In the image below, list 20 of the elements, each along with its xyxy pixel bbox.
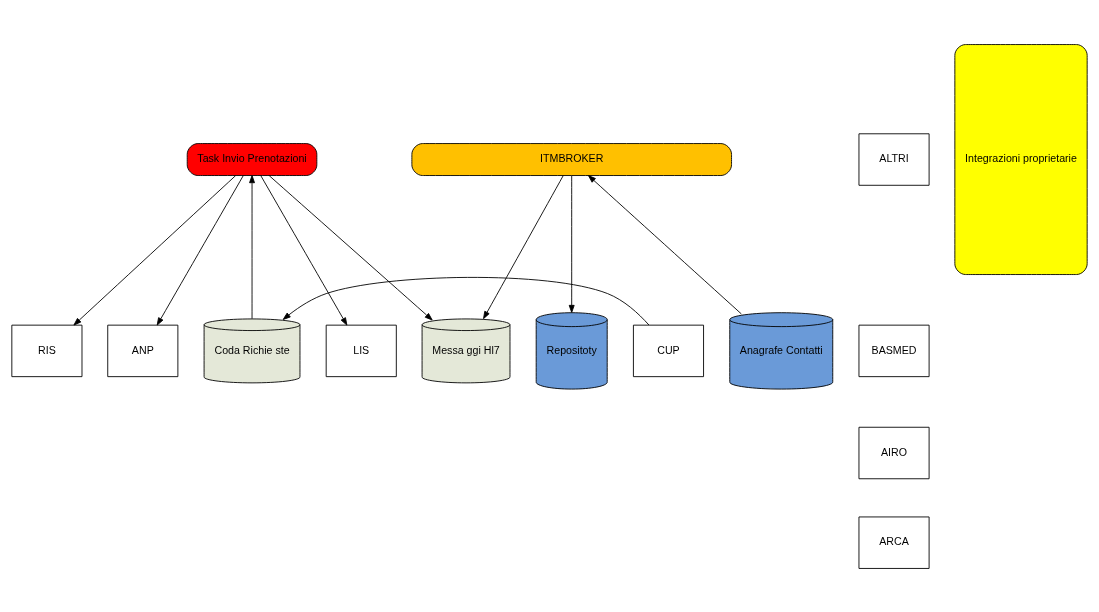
arrow [249,174,255,319]
arrow [260,174,348,325]
node-box: BASMED [858,324,930,377]
node-box: ALTRI [858,132,930,186]
arrow [73,174,237,325]
node-box: Integrazioni proprietarie [954,43,1088,275]
arrow [268,174,433,320]
node-box: ARCA [858,516,930,569]
node-box: CUP [632,324,704,377]
arrow [568,174,575,313]
node-box: Task Invio Prenotazioni [186,142,318,176]
node-box: LIS [325,324,397,377]
node-box: RIS [11,324,83,377]
node-box: ITMBROKER [411,142,732,176]
node-box: AIRO [858,426,930,479]
arrow [483,174,564,319]
node-box: ANP [107,324,179,377]
arrow [282,276,650,325]
arrow [588,174,742,314]
arrow [156,174,244,325]
